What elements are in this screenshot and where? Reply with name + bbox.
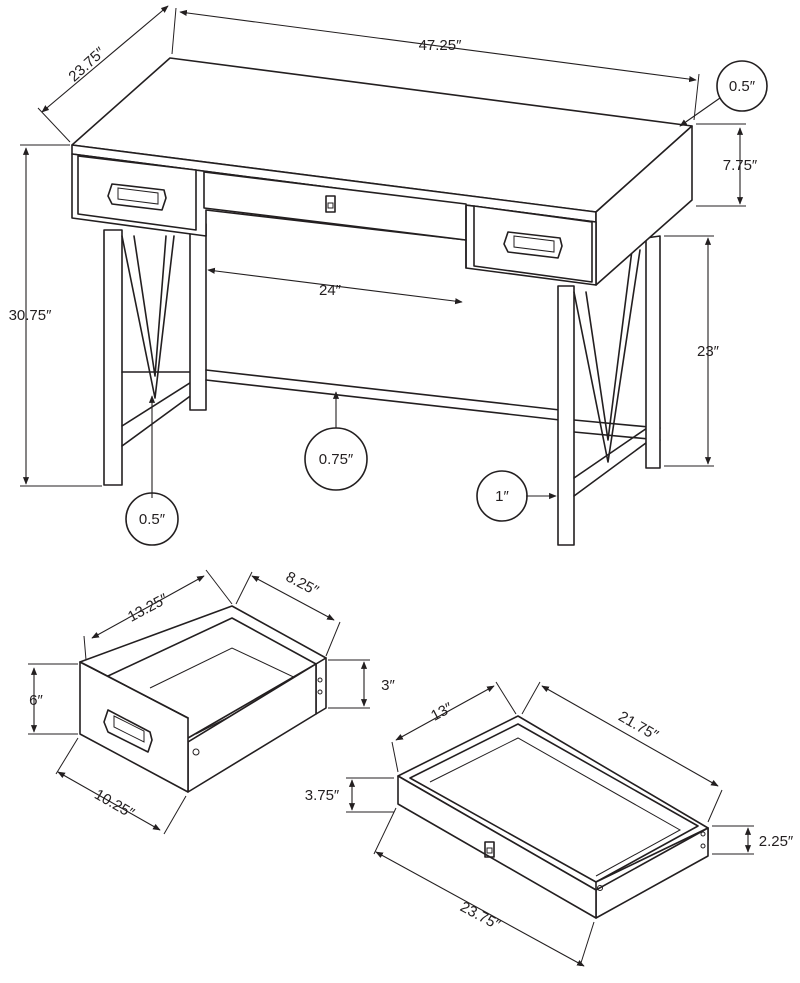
small-drawer-illustration [79,605,327,793]
knee-clearance-label: 23″ [697,343,720,360]
small-drawer-dimensions [28,569,370,835]
bottom-stretcher [205,369,661,441]
left-leg-frame [103,223,207,486]
desk-illustration [71,57,693,546]
desk-depth-label: 23.75″ [65,44,109,86]
panel-thickness-label: 0.5″ [139,511,166,528]
right-leg-frame [557,235,661,546]
brace-thickness-label: 0.75″ [319,451,354,468]
small-drawer-front-width-label: 10.25″ [91,786,137,822]
center-drawer-width-label: 21.75″ [615,708,661,744]
left-drawer-handle [107,183,167,211]
left-drawer [77,155,197,231]
center-drawer-front-width-label: 23.75″ [457,898,503,933]
overall-height-label: 30.75″ [9,307,53,324]
small-drawer-length-label: 13.25″ [125,590,171,625]
center-drawer-inner-height-label: 2.25″ [759,833,794,850]
center-drawer-illustration [397,715,709,919]
desk-drawer-box [71,153,597,286]
small-drawer-inner-height-label: 3″ [381,677,395,694]
right-drawer [473,205,593,283]
leg-width-label: 1″ [495,488,509,505]
desk-dimensions [20,5,768,546]
top-thickness-label: 0.5″ [729,78,756,95]
leg-span-label: 24″ [319,282,342,299]
small-drawer-front-height-label: 6″ [29,692,43,709]
center-drawer-lock-icon [325,195,336,213]
right-drawer-handle [503,231,563,259]
small-drawer-handle [103,709,153,753]
desk-top [71,57,693,286]
center-drawer-dimensions [346,681,754,967]
center-drawer-depth-label: 13″ [428,699,456,725]
desk-width-label: 47.25″ [419,37,463,54]
center-drawer-front-height-label: 3.75″ [305,787,340,804]
drawer-box-height-label: 7.75″ [723,157,758,174]
